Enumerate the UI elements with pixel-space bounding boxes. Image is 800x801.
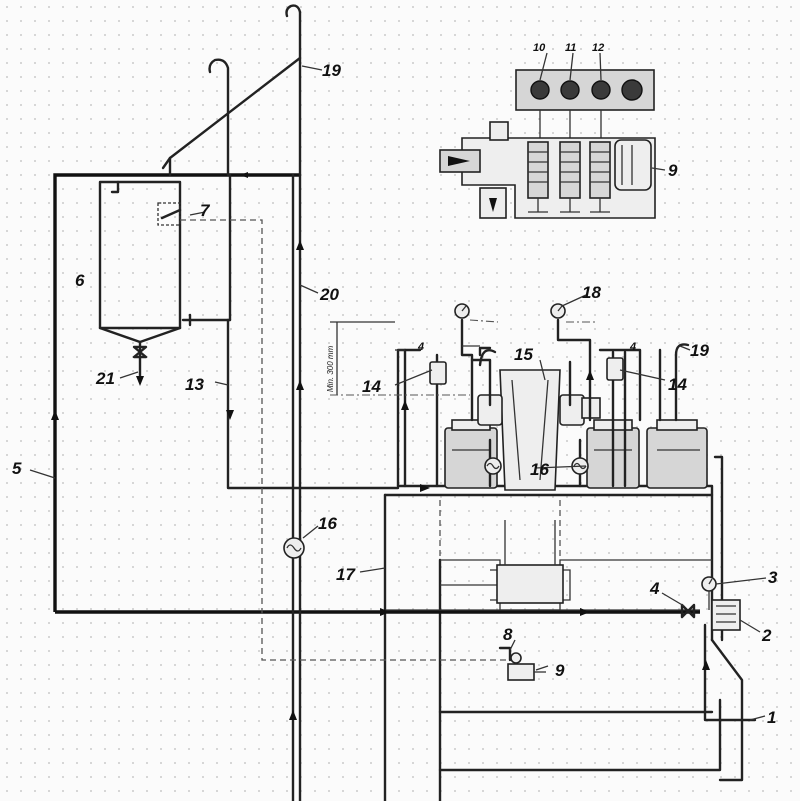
- label-5: 5: [12, 459, 22, 478]
- label-13: 13: [185, 375, 204, 394]
- label-4-left: 4: [417, 341, 424, 353]
- label-16-main: 16: [318, 514, 337, 533]
- pump-main: [283, 537, 305, 559]
- cylinder-piping: [395, 318, 690, 488]
- cylinder-row: [444, 419, 708, 489]
- label-15: 15: [514, 345, 533, 364]
- pump-circulation-left: [484, 457, 502, 475]
- label-7: 7: [200, 201, 211, 220]
- label-6: 6: [75, 271, 85, 290]
- flow-arrows: [51, 172, 710, 720]
- drain-valve: [132, 340, 148, 386]
- main-feed-line: [53, 173, 700, 614]
- label-20: 20: [319, 285, 339, 304]
- expansion-tank: [98, 180, 182, 344]
- label-21: 21: [95, 369, 115, 388]
- thermostat-right: [606, 357, 624, 381]
- dimension-label: Min. 300 mm: [326, 345, 335, 392]
- label-4-right: 4: [629, 341, 636, 353]
- label-10: 10: [533, 42, 546, 54]
- thermostat-left: [429, 361, 447, 385]
- line-13: [181, 173, 400, 490]
- level-switch: [498, 646, 522, 664]
- valve-4: [680, 603, 696, 619]
- label-9-bottom: 9: [555, 661, 565, 680]
- label-4-valve: 4: [649, 579, 660, 598]
- label-8: 8: [503, 625, 513, 644]
- pressure-gauge-right: [550, 303, 596, 323]
- turbocharger: [477, 369, 601, 491]
- label-14-left: 14: [362, 377, 381, 396]
- solenoid-valve-detail: [439, 69, 656, 219]
- pressure-gauge-left: [454, 303, 499, 323]
- label-19-top: 19: [322, 61, 341, 80]
- label-3: 3: [768, 568, 778, 587]
- engine-block: [383, 493, 744, 801]
- leader-lines: [29, 52, 767, 721]
- label-1: 1: [767, 708, 776, 727]
- label-14-right: 14: [668, 375, 687, 394]
- alarm-unit-bottom: [507, 663, 546, 681]
- label-19-right: 19: [690, 341, 709, 360]
- vent-lines: [161, 4, 302, 801]
- label-16-engine: 16: [530, 460, 549, 479]
- label-18: 18: [582, 283, 601, 302]
- label-12: 12: [592, 42, 604, 54]
- heat-exchanger: [703, 599, 757, 722]
- label-9-top: 9: [668, 161, 678, 180]
- callout-labels: 1 2 3 4 4 4 5 6 7 8 9 9 10 11 12 13 14 1…: [12, 42, 778, 727]
- label-17: 17: [336, 565, 356, 584]
- label-11: 11: [565, 42, 576, 54]
- label-2: 2: [761, 626, 772, 645]
- dimension-mark: [330, 321, 470, 396]
- level-signal-line: [180, 219, 510, 661]
